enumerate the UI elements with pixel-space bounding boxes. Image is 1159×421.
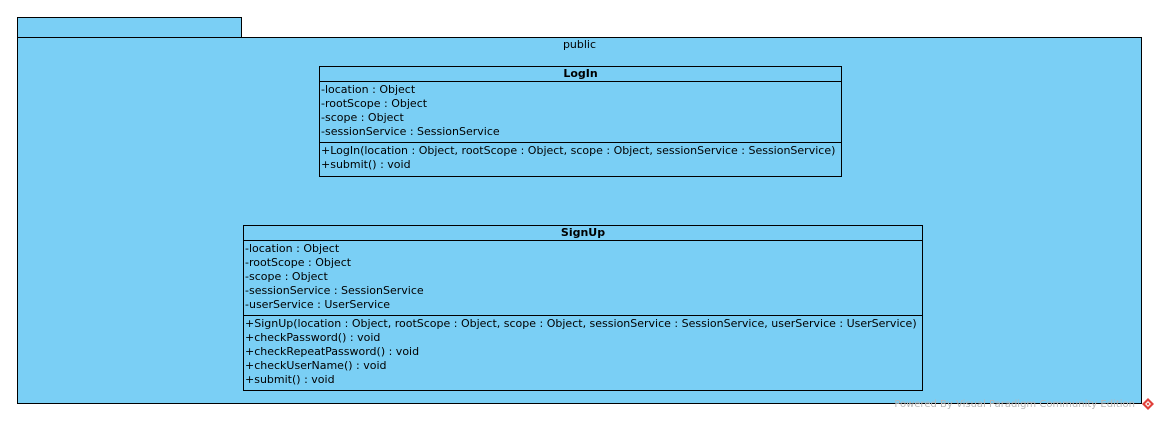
operation: +checkPassword() : void (245, 331, 381, 344)
visual-paradigm-logo-icon (1142, 398, 1154, 410)
attribute: -rootScope : Object (321, 97, 428, 110)
attribute: -location : Object (245, 242, 340, 255)
class-login[interactable]: LogIn -location : Object -rootScope : Ob… (319, 66, 842, 177)
attribute: -scope : Object (245, 270, 328, 283)
attribute: -sessionService : SessionService (321, 125, 500, 138)
attributes-compartment: -location : Object -rootScope : Object -… (320, 82, 841, 143)
class-name: SignUp (244, 226, 922, 241)
operation: +submit() : void (245, 373, 335, 386)
operations-compartment: +LogIn(location : Object, rootScope : Ob… (320, 143, 841, 175)
operation: +checkRepeatPassword() : void (245, 345, 420, 358)
class-name: LogIn (320, 67, 841, 82)
attribute: -scope : Object (321, 111, 404, 124)
class-signup[interactable]: SignUp -location : Object -rootScope : O… (243, 225, 923, 391)
attribute: -userService : UserService (245, 298, 391, 311)
attribute: -rootScope : Object (245, 256, 352, 269)
operation: +submit() : void (321, 158, 411, 171)
operation: +LogIn(location : Object, rootScope : Ob… (321, 144, 836, 157)
attribute: -sessionService : SessionService (245, 284, 424, 297)
package-name: public (562, 38, 597, 51)
operation: +checkUserName() : void (245, 359, 387, 372)
package-tab[interactable] (17, 17, 242, 38)
watermark-text: Powered By Visual Paradigm Community Edi… (894, 399, 1135, 410)
attributes-compartment: -location : Object -rootScope : Object -… (244, 241, 922, 316)
operation: +SignUp(location : Object, rootScope : O… (245, 317, 917, 330)
attribute: -location : Object (321, 83, 416, 96)
operations-compartment: +SignUp(location : Object, rootScope : O… (244, 316, 922, 390)
